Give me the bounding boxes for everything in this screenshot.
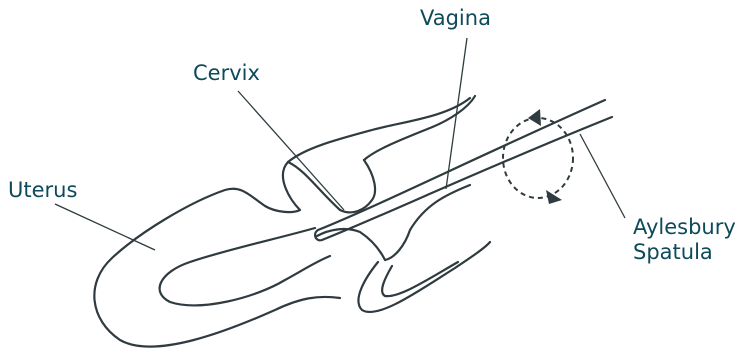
leader-cervix [238, 91, 344, 210]
cervix-outline [288, 160, 375, 212]
uterus-inner-wall [160, 228, 330, 305]
leader-vagina [446, 38, 467, 189]
leader-uterus [55, 204, 155, 250]
rotation-arrowhead-bottom [546, 190, 562, 204]
leader-spatula [580, 134, 625, 218]
label-spatula-line1: Aylesbury [633, 215, 736, 240]
label-aylesbury-spatula: Aylesbury Spatula [633, 215, 736, 265]
label-uterus: Uterus [8, 178, 77, 203]
vaginal-wall-lower [358, 242, 490, 312]
label-cervix: Cervix [193, 61, 260, 86]
spatula-upper-edge [318, 100, 605, 230]
rotation-arrowhead-top [528, 109, 541, 126]
label-spatula-line2: Spatula [633, 240, 736, 265]
label-vagina: Vagina [420, 6, 491, 31]
